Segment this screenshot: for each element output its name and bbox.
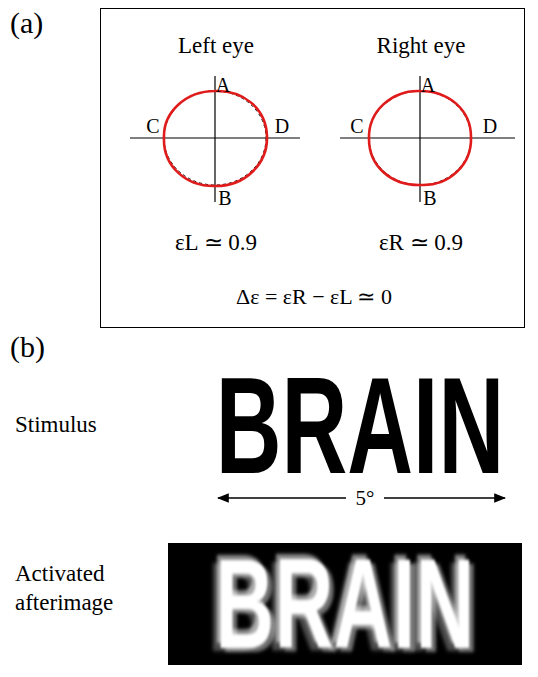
pupil-contour xyxy=(164,91,267,186)
point-label: A xyxy=(421,74,435,96)
point-label: B xyxy=(218,187,231,209)
afterimage-word: BRAIN xyxy=(215,540,474,668)
ellipticity-value: εL ≃ 0.9 xyxy=(175,230,257,255)
panel-letter: (b) xyxy=(10,330,45,363)
eye-label: Right eye xyxy=(377,33,466,58)
panel-frame: Left eye Right eyeA B C D A B C DεL ≃ 0.9 εR ≃ 0.… xyxy=(100,8,525,328)
ellipticity-value: εR ≃ 0.9 xyxy=(379,230,463,255)
point-label: C xyxy=(350,115,363,137)
point-label: D xyxy=(275,115,289,137)
afterimage-panel: BRAIN xyxy=(168,543,522,665)
axis-line xyxy=(340,137,515,138)
row-label: Stimulus xyxy=(15,412,97,437)
axis-line xyxy=(130,137,300,138)
dimension-line xyxy=(218,497,346,499)
row-label: Activated afterimage xyxy=(15,560,155,618)
axis-line xyxy=(214,76,215,202)
point-label: D xyxy=(483,115,497,137)
point-label: A xyxy=(216,74,230,96)
axis-line xyxy=(419,76,420,202)
ellipticity-difference: Δε = εR − εL ≃ 0 xyxy=(236,285,392,309)
panel-letter: (a) xyxy=(10,6,43,39)
pupil-contour xyxy=(369,91,471,185)
dimension-line xyxy=(384,497,505,499)
point-label: B xyxy=(423,187,436,209)
eye-label: Left eye xyxy=(178,33,254,58)
reference-contour xyxy=(369,91,471,185)
dimension-label: 5° xyxy=(354,487,377,510)
point-label: C xyxy=(146,115,159,137)
stimulus-word: BRAIN xyxy=(216,356,504,494)
